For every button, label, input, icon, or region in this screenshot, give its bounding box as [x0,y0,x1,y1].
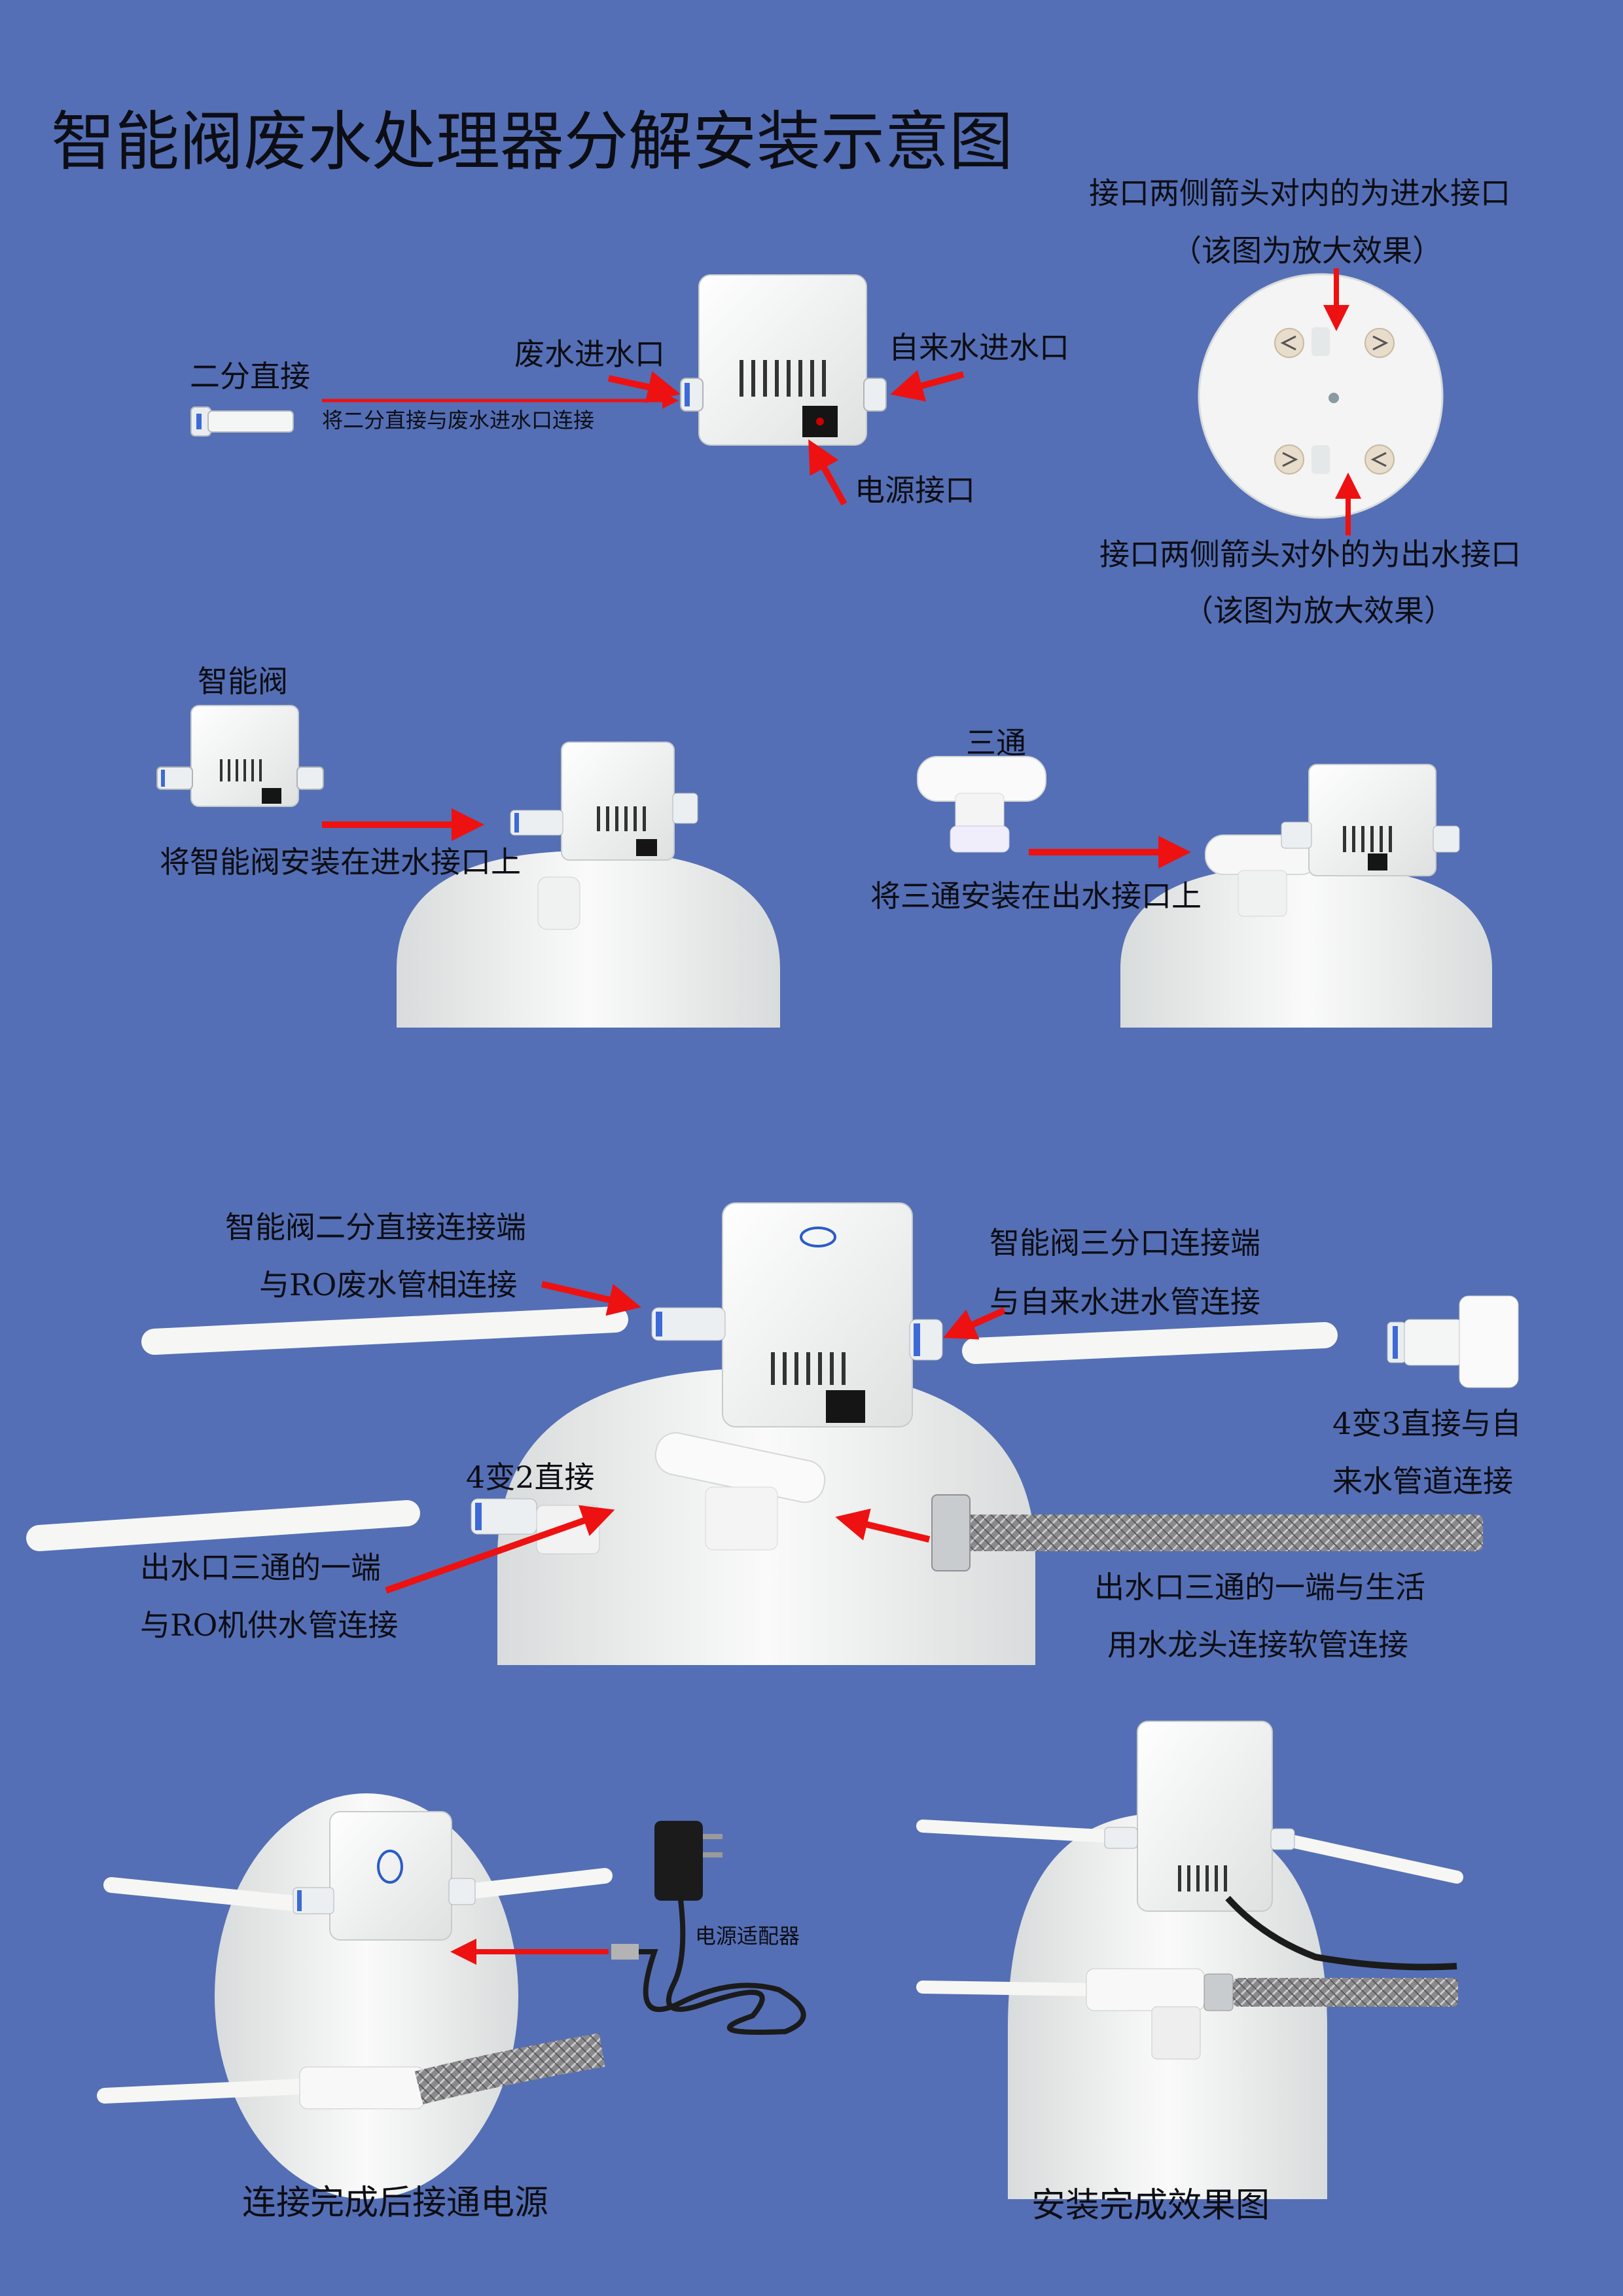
section4-art [97,1721,1463,2199]
label-hose-1: 出水口三通的一端与生活 [1094,1570,1425,1605]
braided-hose [955,1515,1483,1551]
label-right-2: 与自来水进水管连接 [990,1284,1260,1319]
label-straight-fitting: 二分直接 [190,359,310,394]
label-power-adapter: 电源适配器 [695,1924,800,1948]
label-tee: 三通 [966,725,1026,761]
straight-fitting-image [190,406,294,437]
label-smart-valve: 智能阀 [198,664,288,699]
waste-inlet-arrow [607,370,681,403]
label-hose-2: 用水龙头连接软管连接 [1107,1627,1408,1662]
label-outlet-rule: 接口两侧箭头对外的为出水接口 [1099,537,1521,572]
smart-valve-image [680,274,887,446]
label-left-1: 智能阀二分直接连接端 [225,1210,526,1245]
label-zoom-bottom: （该图为放大效果） [1183,593,1454,628]
ro-supply-arrow [385,1505,615,1594]
label-43-1: 4变3直接与自 [1332,1406,1522,1441]
label-43-2: 来水管道连接 [1332,1463,1513,1499]
connected-topview-image [97,1793,613,2199]
tee-fitting-image [917,756,1046,853]
label-ro-2: 与RO机供水管连接 [140,1607,399,1643]
section3-art [26,1202,1519,1665]
caption-connected: 连接完成后接通电源 [242,2183,549,2223]
tap-water-tube [962,1322,1338,1364]
label-connect-note: 将二分直接与废水进水口连接 [322,408,595,433]
section2-art [156,705,1492,1028]
label-zoom-top: （该图为放大效果） [1171,233,1442,268]
label-right-1: 智能阀三分口连接端 [990,1225,1260,1261]
hose-arrow [835,1508,931,1543]
tank-with-valve-image [397,742,780,1028]
power-adapter-image [611,1821,806,2035]
label-left-2: 与RO废水管相连接 [259,1267,518,1302]
zoomed-tank-top-image [1198,273,1444,519]
fitting-4to3-image [1387,1295,1519,1388]
finished-install-image [916,1721,1463,2199]
label-inlet-rule: 接口两侧箭头对内的为进水接口 [1089,175,1510,211]
tank-assembly-image [471,1202,1035,1665]
tap-inlet-arrow [890,370,965,402]
power-port-arrow [808,439,847,506]
tap-inlet-arrow-3 [942,1307,1007,1340]
label-install-valve: 将智能阀安装在进水接口上 [160,844,521,880]
label-42: 4变2直接 [466,1460,595,1495]
label-install-tee: 将三通安装在出水接口上 [870,878,1202,914]
ro-waste-tube [141,1306,628,1355]
label-tap-inlet: 自来水进水口 [889,330,1069,365]
page-title: 智能阀废水处理器分解安装示意图 [51,105,1014,179]
section1-art [190,268,1444,535]
ro-waste-arrow [541,1281,641,1316]
label-ro-1: 出水口三通的一端 [140,1550,381,1585]
label-power-port: 电源接口 [855,473,975,508]
label-waste-inlet: 废水进水口 [514,336,665,372]
small-valve-image [156,705,324,807]
tank-with-tee-image [1120,764,1492,1028]
ro-supply-tube [26,1500,420,1551]
caption-finished: 安装完成效果图 [1031,2186,1270,2225]
